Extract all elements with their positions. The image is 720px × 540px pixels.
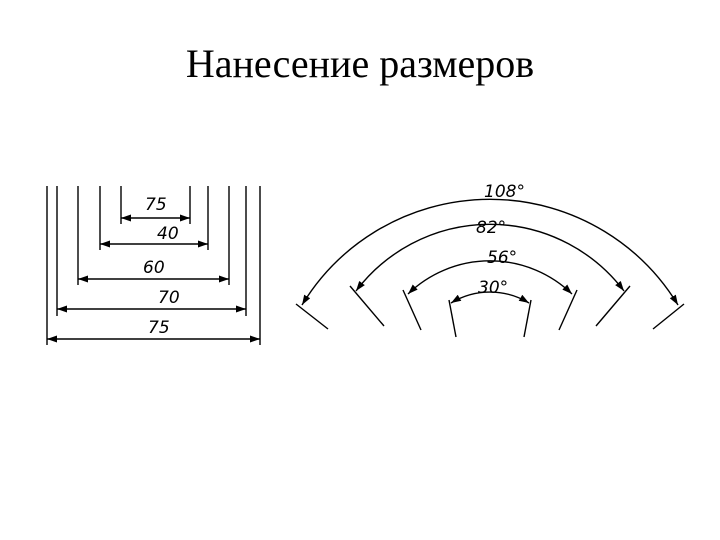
extension-line bbox=[295, 303, 329, 330]
dimension-arc bbox=[407, 260, 573, 295]
dimension-arc bbox=[355, 223, 625, 292]
extension-line bbox=[595, 285, 631, 327]
linear-dimensions: 75 40 60 70 75 bbox=[46, 186, 261, 345]
dimension-label: 70 bbox=[158, 288, 180, 308]
dimension-arc bbox=[450, 291, 530, 304]
extension-line bbox=[349, 285, 385, 327]
dimension-label: 75 bbox=[148, 318, 170, 338]
extension-line bbox=[558, 289, 578, 331]
extension-line bbox=[402, 289, 422, 331]
angle-label: 30° bbox=[478, 278, 508, 298]
extension-line bbox=[652, 303, 685, 330]
dimension-label: 75 bbox=[145, 195, 167, 215]
slide-title: Нанесение размеров bbox=[185, 41, 535, 86]
extension-line bbox=[523, 299, 532, 338]
angular-dimensions: 108° 82° 56° 30° bbox=[295, 182, 685, 338]
angle-label: 56° bbox=[487, 248, 517, 268]
extension-line bbox=[448, 299, 457, 338]
dimension-label: 40 bbox=[157, 224, 179, 244]
dimension-label: 60 bbox=[143, 258, 165, 278]
dimension-arc bbox=[301, 198, 679, 306]
angle-label: 82° bbox=[476, 218, 506, 238]
angle-label: 108° bbox=[484, 182, 525, 202]
